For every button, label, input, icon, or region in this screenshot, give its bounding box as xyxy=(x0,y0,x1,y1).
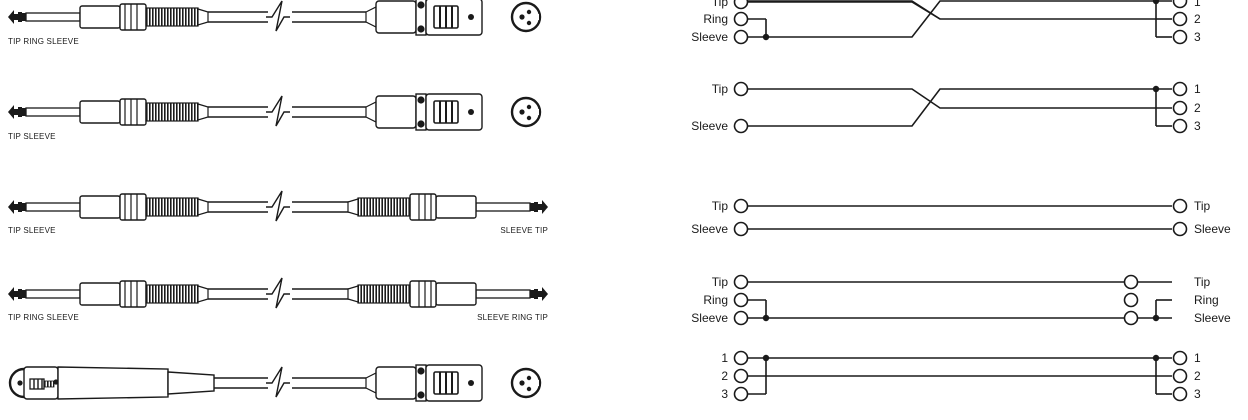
wire-label-right: 2 xyxy=(1194,369,1201,383)
wiring-trs-to-xlr xyxy=(733,0,1188,45)
wire-label-right: 2 xyxy=(1194,12,1201,26)
wire-label-left: Tip xyxy=(712,82,729,96)
wire-label-right: 3 xyxy=(1194,387,1201,401)
wire-label-left: Ring xyxy=(703,293,728,307)
wire-label-left: 1 xyxy=(721,351,728,365)
wiring-labels: Tip Ring Sleeve 1 2 3 Tip Sleeve 1 2 3 T… xyxy=(691,0,1231,401)
wire-label-right: 1 xyxy=(1194,82,1201,96)
cable-caption-left: TIP SLEEVE xyxy=(8,132,56,141)
wire-label-right: 3 xyxy=(1194,119,1201,133)
cable-ts-to-ts: TIP SLEEVE SLEEVE TIP xyxy=(7,190,549,235)
cable-illustrations: TIP RING SLEEVE TIP SLEEVE TIP SLEEVE SL… xyxy=(7,0,549,402)
wire-label-right: 1 xyxy=(1194,0,1201,9)
wiring-trs-to-trs xyxy=(733,274,1172,326)
wire-label-left: Sleeve xyxy=(691,119,728,133)
cable-ts-to-xlr: TIP SLEEVE xyxy=(7,93,542,141)
wire-label-left: Tip xyxy=(712,275,729,289)
wire-label-left: Sleeve xyxy=(691,222,728,236)
wire-label-right: Sleeve xyxy=(1194,222,1231,236)
wire-label-left: Ring xyxy=(703,12,728,26)
wire-label-left: Sleeve xyxy=(691,30,728,44)
xlr-pin-face xyxy=(510,96,542,128)
wire-label-right: Tip xyxy=(1194,199,1211,213)
wiring-schematics xyxy=(733,0,1188,402)
wire-label-right: Sleeve xyxy=(1194,311,1231,325)
cable-caption-left: TIP SLEEVE xyxy=(8,226,56,235)
wire-label-right: Ring xyxy=(1194,293,1219,307)
cable-caption-left: TIP RING SLEEVE xyxy=(8,37,79,46)
wire-label-right: 2 xyxy=(1194,101,1201,115)
wire-label-right: 3 xyxy=(1194,30,1201,44)
wiring-ts-to-ts xyxy=(733,198,1188,237)
wire-label-left: 3 xyxy=(721,387,728,401)
cable-caption-right: SLEEVE TIP xyxy=(500,226,548,235)
wire-label-right: Tip xyxy=(1194,275,1211,289)
wire-label-left: Tip xyxy=(712,0,729,9)
wiring-ts-to-xlr xyxy=(733,81,1188,134)
wiring-xlr-to-xlr xyxy=(733,350,1188,402)
wire-label-left: Tip xyxy=(712,199,729,213)
wire-label-left: 2 xyxy=(721,369,728,383)
cable-trs-to-trs: TIP RING SLEEVE SLEEVE RING TIP xyxy=(7,277,549,322)
cable-caption-left: TIP RING SLEEVE xyxy=(8,313,79,322)
wire-label-left: Sleeve xyxy=(691,311,728,325)
xlr-pin-face xyxy=(510,367,542,399)
wire-label-right: 1 xyxy=(1194,351,1201,365)
xlr-pin-face xyxy=(510,1,542,33)
cable-caption-right: SLEEVE RING TIP xyxy=(477,313,548,322)
cable-xlr-to-xlr xyxy=(8,364,542,402)
cable-trs-to-xlr: TIP RING SLEEVE xyxy=(7,0,542,46)
